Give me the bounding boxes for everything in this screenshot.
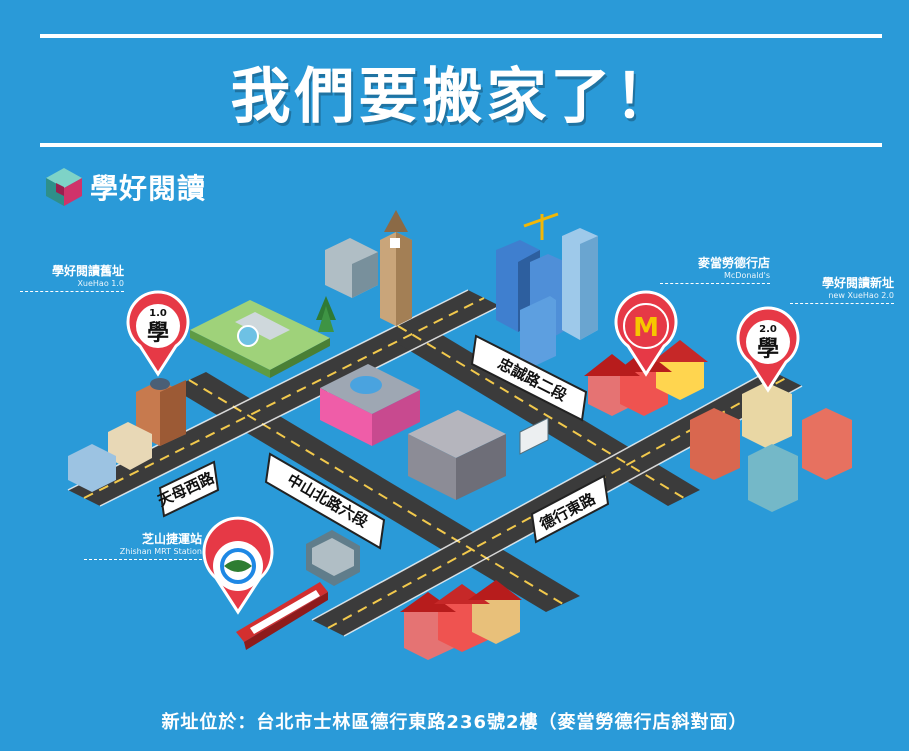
- road-sign-tianmu-west: 天母西路: [155, 460, 220, 518]
- new-location-buildings: [690, 382, 852, 512]
- tower-buildings: [325, 210, 598, 370]
- brand-logo[interactable]: 學好閱讀: [44, 166, 206, 208]
- pin-new-location[interactable]: 2.0 學: [736, 306, 800, 393]
- callout-mrt-en: Zhishan MRT Station: [119, 547, 202, 556]
- callout-mcd-en: McDonald's: [724, 271, 770, 280]
- park: [190, 296, 336, 378]
- callout-old-en: XueHao 1.0: [77, 279, 124, 288]
- mrt-train: [236, 582, 328, 650]
- callout-old-location: 學好閱讀舊址 XueHao 1.0: [20, 262, 124, 292]
- top-rule: [40, 34, 882, 38]
- callout-new-location: 學好閱讀新址 new XueHao 2.0: [790, 274, 894, 304]
- billboard: [519, 417, 549, 455]
- pin-new-version: 2.0: [759, 324, 777, 335]
- callout-mcdonalds: 麥當勞德行店 McDonald's: [660, 254, 770, 284]
- pin-new-char: 學: [757, 336, 779, 362]
- mrt-logo-icon: [220, 548, 256, 584]
- pin-mcdonalds[interactable]: M: [614, 290, 678, 377]
- mcdonalds-logo-icon: M: [633, 313, 659, 343]
- pin-mrt[interactable]: [202, 516, 274, 615]
- page-title: 我們要搬家了！: [230, 62, 679, 132]
- callout-new-zh: 學好閱讀新址: [821, 276, 894, 290]
- address-footer: 新址位於：台北市士林區德行東路236號2樓（麥當勞德行店斜對面）: [161, 712, 748, 733]
- pin-old-char: 學: [147, 320, 169, 346]
- mrt-station: [306, 530, 360, 586]
- old-location-buildings: [68, 378, 186, 492]
- callout-mrt-zh: 芝山捷運站: [141, 532, 202, 546]
- cube-logo-icon: [46, 168, 82, 206]
- south-houses: [400, 580, 522, 660]
- callout-old-zh: 學好閱讀舊址: [51, 264, 124, 278]
- bottom-title-rule: [40, 143, 882, 147]
- callout-new-en: new XueHao 2.0: [828, 291, 894, 300]
- callout-mcd-zh: 麥當勞德行店: [697, 256, 770, 270]
- mall-building: [320, 364, 420, 446]
- parking-garage: [408, 410, 506, 500]
- pin-old-location[interactable]: 1.0 學: [126, 290, 190, 377]
- pin-old-version: 1.0: [149, 308, 167, 319]
- callout-mrt: 芝山捷運站 Zhishan MRT Station: [84, 530, 202, 560]
- brand-name: 學好閱讀: [90, 172, 207, 205]
